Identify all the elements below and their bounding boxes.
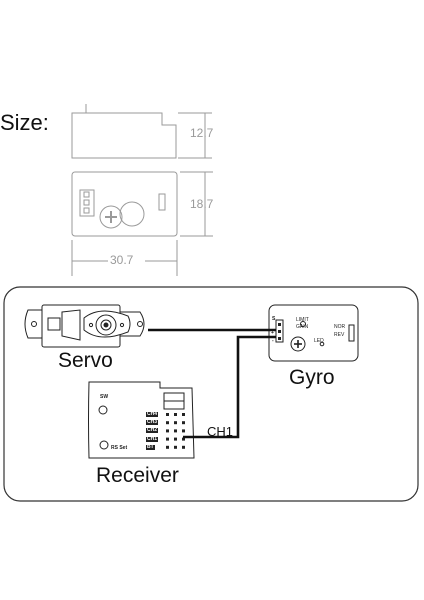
receiver-pin [174,413,177,416]
receiver-label: Receiver [96,464,179,487]
receiver-pin [182,421,185,425]
receiver-sw-label: SW [100,394,109,400]
receiver-channel-label: CH2 [146,427,159,434]
receiver-pin [174,437,177,441]
device-side-view [71,104,177,159]
wires [148,328,276,439]
ch1-wire-label: CH1 [207,424,234,439]
receiver-pin [182,429,185,433]
width-dimension-line [71,240,178,276]
gyro-limit-label: LIMIT [296,317,309,323]
receiver-pin [182,437,185,441]
width-dimension-value: 30.7 [110,253,134,267]
gyro-rev-label: REV [334,332,345,338]
gyro-gain-label: GAIN [296,324,309,330]
gyro-plus-pin-label: + [271,330,274,336]
height-dimension-line [178,112,212,159]
receiver-pin [166,413,169,416]
gyro-led-label: LED [314,338,324,344]
depth-dimension-line [180,171,213,237]
servo-label: Servo [58,349,113,372]
gyro [268,304,359,362]
gyro-minus-pin-label: - [272,338,274,344]
receiver-channel-label: CH3 [146,419,159,426]
gyro-to-receiver-ch1-wire [183,335,276,439]
connection-diagram-frame [3,286,419,502]
receiver-channel-label: CH1 [146,435,159,442]
receiver-channel-pins [166,413,185,449]
receiver-pin [166,429,169,433]
height-dimension-value: 12.7 [190,126,214,140]
receiver-channel-label: BT [146,443,155,450]
device-top-view [71,171,178,237]
receiver-pin [166,437,169,441]
receiver-channel-label: CH4 [146,411,159,417]
receiver-pin [166,421,169,425]
gyro-nor-label: NOR [334,324,346,330]
receiver-pin [174,421,177,425]
receiver-rs-set-label: RS Set [111,445,128,451]
gyro-signal-pin-label: S [272,316,276,322]
servo [24,304,145,348]
gyro-label: Gyro [289,366,335,389]
gyro-header-pins [278,323,281,340]
receiver-pin [182,413,185,416]
receiver-pin [174,445,177,449]
depth-dimension-value: 18.7 [190,197,214,211]
receiver-pin [182,445,185,449]
receiver-pin [166,445,169,449]
size-label: Size: [0,110,49,135]
receiver-pin [174,429,177,433]
